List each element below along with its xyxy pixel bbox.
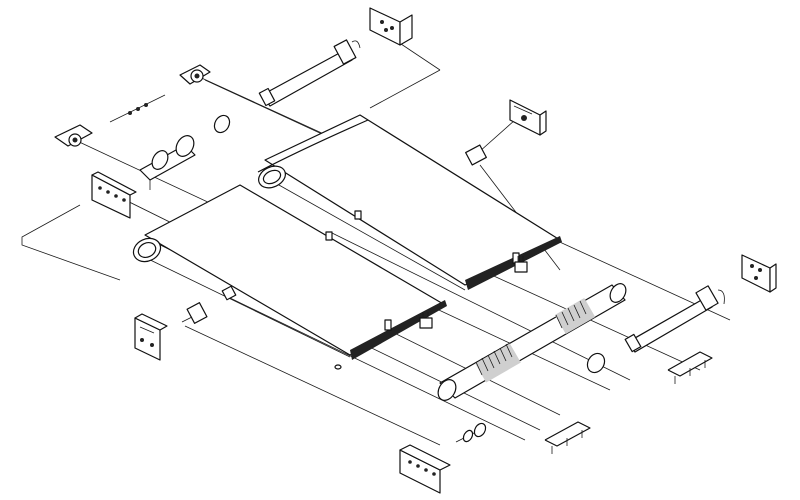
top-left-end-bracket bbox=[179, 64, 211, 85]
top-right-wall-bracket bbox=[369, 7, 413, 46]
left-end-bracket bbox=[54, 124, 93, 147]
idler-end-cap bbox=[139, 135, 196, 181]
right-wall-bracket bbox=[741, 254, 777, 293]
upper-blind-panel bbox=[257, 114, 562, 291]
bushing-small bbox=[213, 114, 231, 134]
lower-left-wall-bracket bbox=[134, 313, 168, 361]
end-cap-plug bbox=[586, 352, 606, 374]
lower-blind-panel bbox=[132, 184, 447, 370]
fabric-clip-2 bbox=[514, 256, 528, 273]
bushing-right bbox=[465, 144, 487, 166]
clutch-drive-rod bbox=[258, 39, 361, 107]
perforated-bracket-left bbox=[91, 171, 137, 219]
right-clip-bracket bbox=[667, 351, 713, 384]
bottom-pin-assembly bbox=[455, 422, 487, 443]
right-small-bracket bbox=[509, 99, 547, 136]
bottom-perforated-bracket bbox=[399, 444, 451, 494]
lower-left-bushing bbox=[181, 302, 208, 324]
right-drive-rod bbox=[624, 285, 725, 353]
bead-chain bbox=[109, 94, 166, 123]
fabric-clip-1 bbox=[419, 312, 433, 329]
roller-tube-with-spring bbox=[437, 283, 627, 401]
dimension-bracket-left bbox=[21, 204, 121, 281]
bottom-clip-bracket bbox=[544, 421, 591, 454]
upper-bushing-pin bbox=[221, 285, 237, 301]
